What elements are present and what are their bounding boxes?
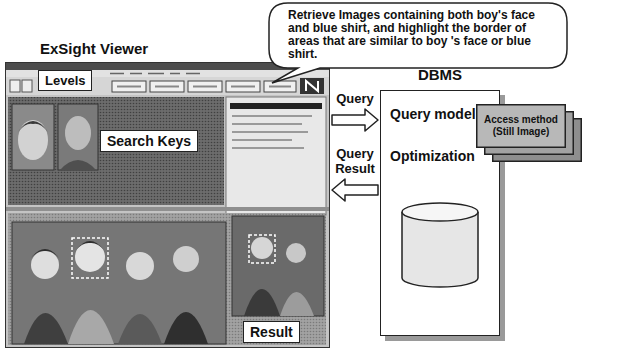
person-body (24, 313, 68, 344)
list-rows (232, 116, 312, 148)
speech-bubble: Retrieve Images containing both boy's fa… (268, 2, 568, 69)
person-body (118, 314, 162, 344)
boy-face (65, 116, 91, 150)
pane-divider (5, 207, 330, 211)
stacked-cards: Access method (Still Image) (476, 104, 566, 148)
browser-logo-mark (306, 81, 318, 91)
text-slot: ExSight Viewer (40, 40, 148, 58)
label-box: Result (243, 321, 300, 343)
callout-text: Retrieve Images containing both boy's fa… (288, 9, 548, 61)
menu-items (110, 73, 200, 75)
label-box: Levels (38, 70, 92, 91)
text-slot: Query Result (330, 146, 380, 176)
person-head (173, 246, 199, 272)
block-arrow (332, 109, 378, 131)
side-panel (226, 97, 326, 215)
label-box: Search Keys (100, 130, 198, 152)
person-head (75, 242, 105, 272)
viewer-window: ExSight ViewerLevelsSearch KeysResult (5, 40, 330, 348)
window-title: ExSight Viewer (40, 40, 148, 58)
person-head (251, 237, 273, 259)
key-image (58, 104, 98, 170)
person-body (68, 310, 114, 344)
person-body (244, 289, 280, 316)
box-label: Result (250, 323, 293, 341)
browser-logo (300, 78, 324, 94)
database-top (402, 203, 478, 221)
component-label: Optimization (390, 148, 496, 165)
tool-button (22, 80, 32, 92)
box-label: Levels (45, 72, 85, 89)
box-label: Search Keys (107, 132, 191, 150)
person-head (286, 243, 306, 263)
button-marks (117, 86, 291, 88)
text-slot: Optimization (390, 148, 496, 165)
search-key-pane (8, 97, 224, 205)
card-label: Access method (Still Image) (482, 114, 560, 138)
result-photo (232, 216, 324, 316)
hair (76, 241, 104, 250)
window-frame (5, 62, 330, 348)
card (477, 105, 566, 148)
text-slot: Query (330, 91, 380, 106)
hair (18, 121, 48, 132)
edge-label: Query (330, 91, 380, 106)
person-body (164, 312, 208, 344)
person-body (280, 292, 314, 316)
selected-row (230, 103, 322, 109)
edge-label: Query Result (330, 146, 380, 176)
window-background (5, 62, 330, 348)
match-highlight (249, 235, 275, 263)
match-highlight (72, 238, 108, 278)
block-arrow (332, 179, 378, 201)
person-head (31, 251, 59, 279)
tool-button (10, 80, 20, 92)
hair (31, 249, 59, 258)
result-pane (8, 213, 326, 345)
blue-shirt (60, 160, 96, 170)
person-head (126, 252, 154, 280)
boy-face (18, 120, 48, 160)
database-cylinder (402, 212, 478, 287)
key-image (12, 104, 54, 170)
result-photo (12, 222, 226, 344)
bubble-shape (269, 3, 567, 83)
